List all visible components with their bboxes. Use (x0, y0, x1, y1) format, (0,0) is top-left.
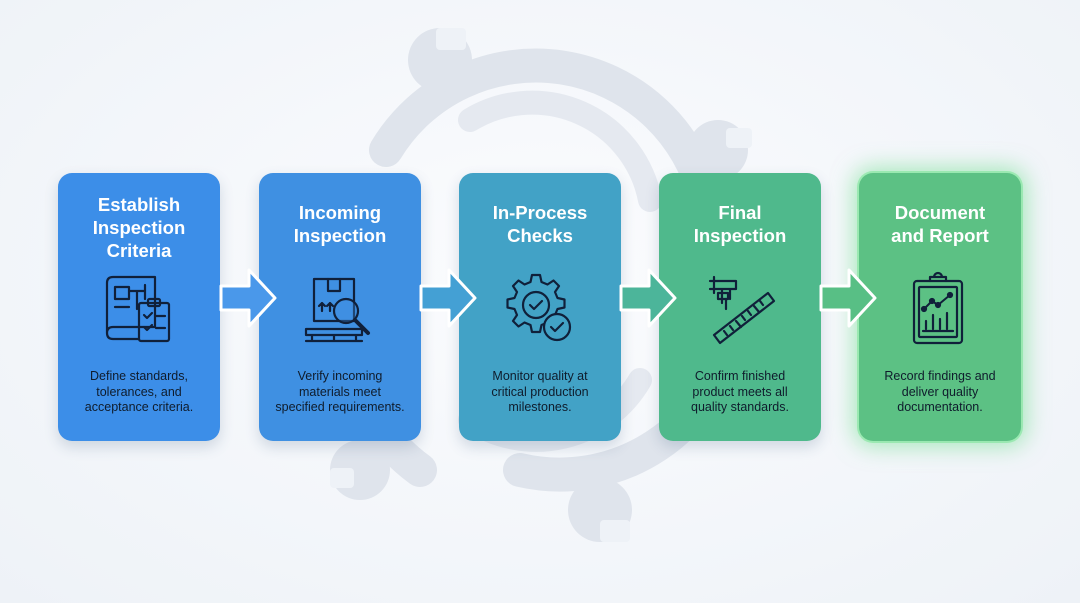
gear-check-icon (506, 273, 572, 342)
blueprint-checklist-icon (105, 275, 171, 343)
step-description: Define standards, tolerances, and accept… (84, 369, 194, 414)
step-description: Monitor quality at critical production m… (491, 369, 589, 414)
step-description: Confirm finished product meets all quali… (691, 369, 789, 414)
step-final-inspection: Final Inspection Confirm finished produc… (659, 173, 821, 441)
step-title: Establish Inspection Criteria (92, 194, 186, 261)
step-establish-criteria: Establish Inspection Criteria Define sta… (58, 173, 220, 441)
step-title: Document and Report (891, 202, 989, 246)
step-in-process-checks: In-Process Checks Monitor quality at cri… (459, 173, 621, 441)
flow-arrow (619, 268, 677, 328)
step-document-report: Document and Report Record findings and … (859, 173, 1021, 441)
caliper-ruler-icon (708, 275, 776, 345)
step-description: Verify incoming materials meet specified… (275, 369, 405, 414)
flow-arrow (819, 268, 877, 328)
clipboard-chart-icon (912, 271, 964, 345)
box-magnifier-icon (304, 277, 370, 343)
step-title: Incoming Inspection (293, 202, 387, 246)
step-title: In-Process Checks (492, 202, 588, 246)
flow-arrow (219, 268, 277, 328)
step-description: Record findings and deliver quality docu… (884, 369, 996, 414)
step-title: Final Inspection (693, 202, 787, 246)
flow-arrow (419, 268, 477, 328)
step-incoming-inspection: Incoming Inspection Verify incoming mate… (259, 173, 421, 441)
